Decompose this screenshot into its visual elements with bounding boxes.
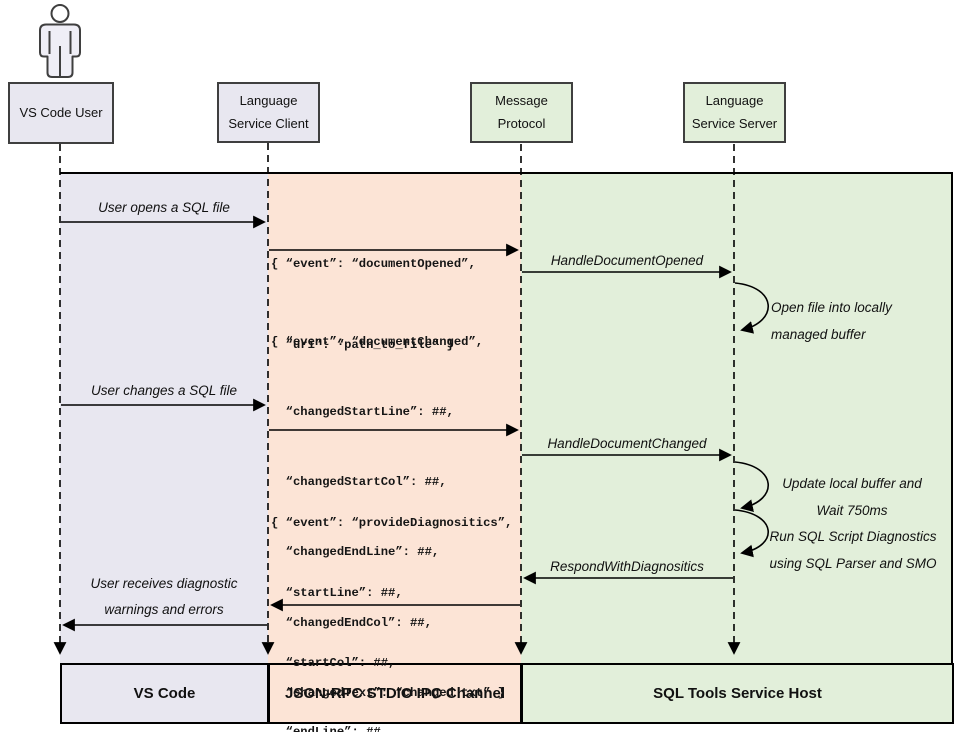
- note-line2: using SQL Parser and SMO: [769, 555, 937, 571]
- note-update-buffer: Update local buffer and Wait 750ms: [762, 471, 942, 524]
- actor-box-message-protocol: Message Protocol: [470, 82, 573, 143]
- actor-label: VS Code User: [19, 105, 103, 120]
- payload-line: “changedStartCol”: ##,: [271, 475, 447, 490]
- message-label-line1: User receives diagnostic: [90, 576, 238, 591]
- payload-line: “changedEndCol”: ##,: [271, 615, 432, 630]
- component-label: VS Code: [133, 685, 196, 702]
- json-payload-document-opened: { “event”: “documentOpened”, “uri”: “pat…: [271, 197, 476, 413]
- actor-box-language-service-server: Language Service Server: [683, 82, 786, 143]
- component-box-sql-tools-service-host: SQL Tools Service Host: [521, 663, 954, 724]
- payload-line: “changedEndLine”: ##,: [271, 545, 440, 560]
- payload-line: { “event”: “documentChanged”,: [271, 334, 484, 349]
- message-label-respond-with-diagnostics: RespondWithDiagnositics: [550, 559, 704, 574]
- swimlanes: [60, 172, 953, 663]
- lane-sql-tools-service-host: [521, 174, 951, 663]
- message-label-user-receives: User receives diagnostic warnings and er…: [62, 571, 266, 623]
- component-box-json-rpc-channel: JSON-RPC STDIO IPC Channel: [268, 663, 522, 724]
- message-label-handle-document-changed: HandleDocumentChanged: [547, 436, 707, 451]
- note-line1: Update local buffer and: [782, 476, 922, 491]
- component-label: JSON-RPC STDIO IPC Channel: [284, 685, 506, 702]
- note-line1: Open file into locally: [771, 300, 892, 315]
- message-label-user-changes: User changes a SQL file: [90, 383, 238, 398]
- payload-line: “uri”: “path_to_file” }: [271, 338, 454, 352]
- json-payload-provide-diagnostics: { “event”: “provideDiagnositics”, “start…: [271, 466, 512, 732]
- component-box-vscode: VS Code: [60, 663, 269, 724]
- actor-box-vscode-user: VS Code User: [8, 82, 114, 144]
- actor-label-line1: Language: [239, 93, 298, 108]
- payload-line: “startLine”: ##,: [271, 586, 403, 601]
- payload-line: “changedText”: “changed txt” }: [271, 685, 506, 700]
- payload-line: { “event”: “provideDiagnositics”,: [271, 516, 513, 531]
- actor-box-language-service-client: Language Service Client: [217, 82, 320, 143]
- message-label-handle-document-opened: HandleDocumentOpened: [550, 253, 704, 268]
- note-line2: Wait 750ms: [816, 502, 888, 518]
- payload-line: “startCol”: ##,: [271, 655, 396, 670]
- component-label: SQL Tools Service Host: [653, 685, 822, 702]
- payload-line: “endLine”: ##,: [271, 721, 512, 732]
- note-line2: managed buffer: [771, 327, 866, 342]
- lane-json-rpc-channel: [268, 174, 521, 663]
- actor-label-line2: Service Client: [228, 116, 309, 131]
- actor-label-line1: Language: [705, 93, 764, 108]
- payload-line: “changedStartLine”: ##,: [271, 405, 454, 420]
- note-run-diagnostics: Run SQL Script Diagnostics using SQL Par…: [757, 524, 949, 577]
- note-open-buffer: Open file into locally managed buffer: [771, 294, 892, 348]
- json-payload-document-changed: { “event”: “documentChanged”, “changedSt…: [271, 284, 505, 732]
- person-icon: [39, 4, 81, 78]
- actor-label-line2: Protocol: [497, 116, 546, 131]
- note-line1: Run SQL Script Diagnostics: [769, 529, 937, 544]
- actor-label-line1: Message: [495, 93, 548, 108]
- lane-vscode: [60, 174, 268, 663]
- message-label-line2: warnings and errors: [104, 602, 224, 617]
- message-label-user-opens: User opens a SQL file: [98, 200, 230, 215]
- actor-label-line2: Service Server: [691, 116, 778, 131]
- payload-line: { “event”: “documentOpened”,: [271, 257, 476, 271]
